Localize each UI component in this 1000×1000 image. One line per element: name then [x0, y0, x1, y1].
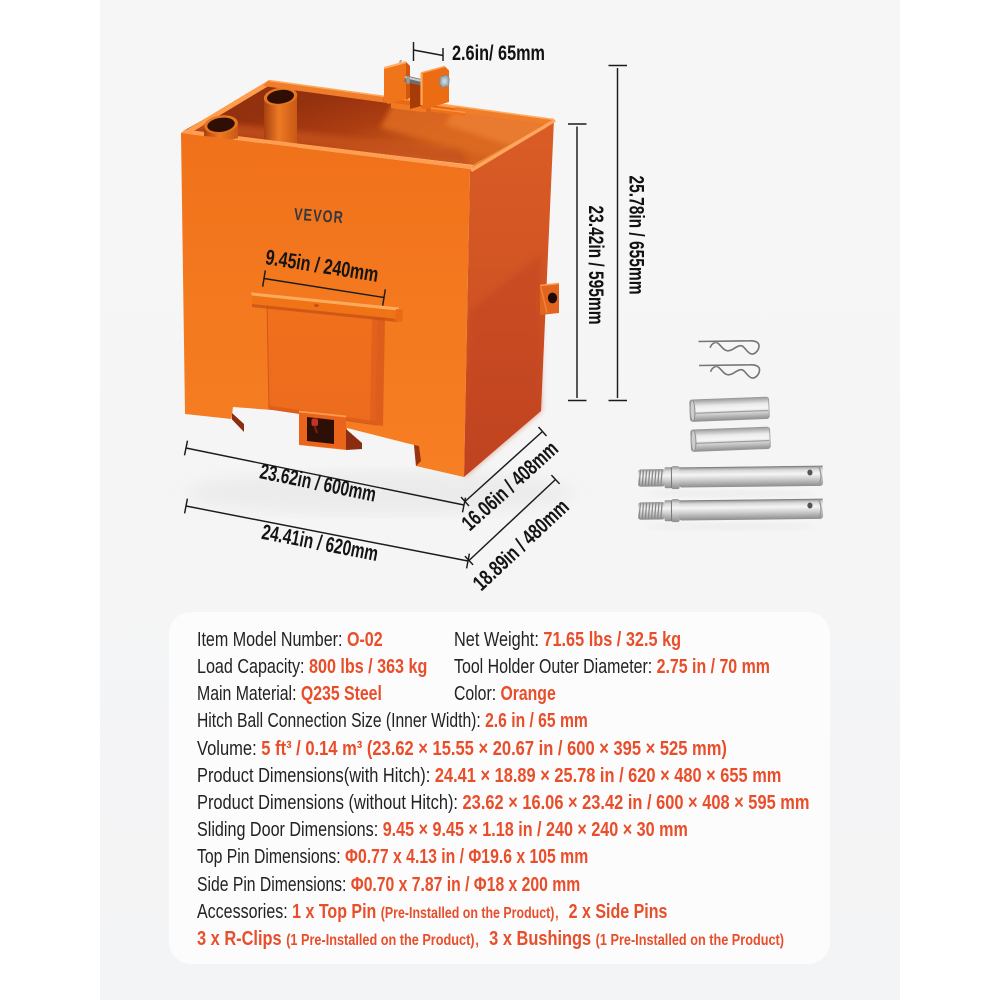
svg-text:2.6in/ 65mm: 2.6in/ 65mm — [452, 41, 545, 65]
svg-text:23.42in / 595mm: 23.42in / 595mm — [584, 206, 607, 325]
svg-text:VEVOR: VEVOR — [293, 205, 344, 227]
svg-text:25.78in / 655mm: 25.78in / 655mm — [625, 176, 648, 295]
svg-text:24.41in / 620mm: 24.41in / 620mm — [260, 520, 380, 566]
